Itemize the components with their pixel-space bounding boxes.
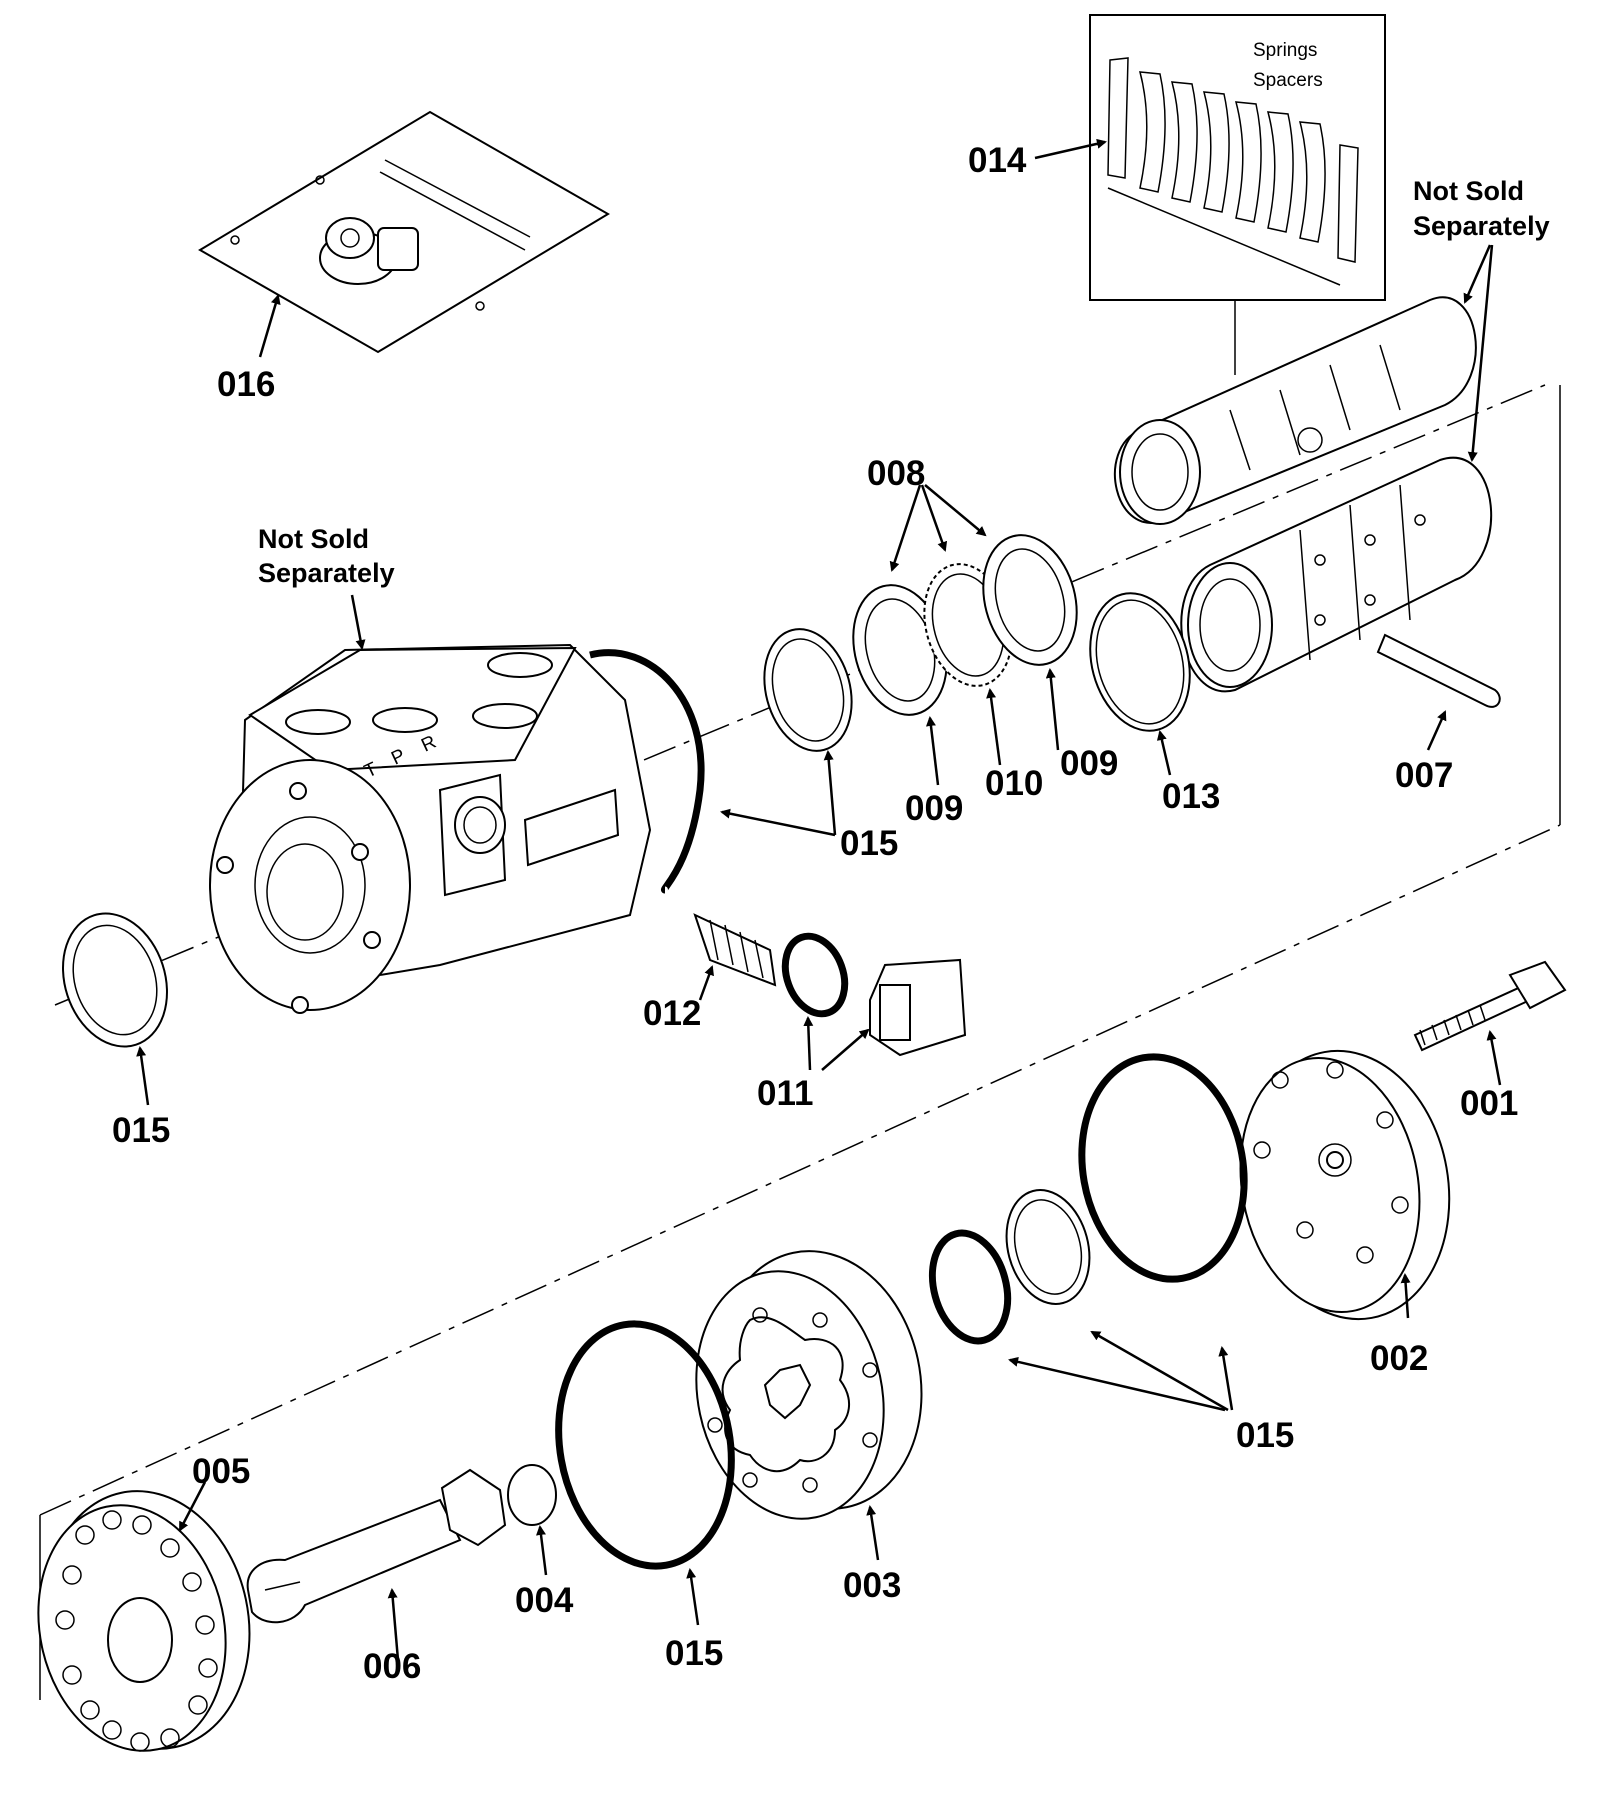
- bolt-001: [1413, 960, 1567, 1086]
- gerotor-003: [695, 1250, 923, 1561]
- callout-015-a: 015: [840, 824, 898, 863]
- callout-004: 004: [515, 1581, 574, 1620]
- callout-008: 008: [867, 454, 925, 493]
- seals-015-lower: [928, 1053, 1248, 1412]
- note-not-sold-spool-1: Not Sold: [1413, 176, 1524, 206]
- note-not-sold-housing-2: Separately: [258, 558, 395, 588]
- note-not-sold-housing-1: Not Sold: [258, 524, 369, 554]
- wear-plate-005: [37, 1481, 251, 1752]
- callout-001: 001: [1460, 1084, 1518, 1123]
- inset-label-spacers: Spacers: [1253, 70, 1323, 91]
- service-manual-part-016: [198, 110, 610, 358]
- callout-005: 005: [192, 1452, 250, 1491]
- seal-015-gerotor: [555, 1320, 735, 1626]
- callout-009-a: 009: [905, 789, 963, 828]
- callout-007: 007: [1395, 756, 1453, 795]
- callout-015-d: 015: [665, 1634, 723, 1673]
- callout-006: 006: [363, 1647, 421, 1686]
- callout-003: 003: [843, 1566, 901, 1605]
- springs-inset-014: [1034, 14, 1386, 375]
- inset-label-springs: Springs: [1253, 40, 1317, 61]
- end-cap-002: [1239, 1049, 1451, 1321]
- drive-006: [246, 1468, 507, 1661]
- callout-016: 016: [217, 365, 275, 404]
- spool-and-sleeve: [1114, 296, 1501, 751]
- callout-013: 013: [1162, 777, 1220, 816]
- callout-011: 011: [757, 1074, 813, 1113]
- callout-015-c: 015: [1236, 1416, 1294, 1455]
- plug-and-oring-011: [781, 932, 967, 1071]
- motor-picture-icon: [319, 217, 419, 285]
- relief-valve-012: [693, 913, 777, 1001]
- labels: Not Sold Separately Not Sold Separately …: [112, 40, 1550, 1686]
- thrust-bearing-parts: [350, 244, 1494, 837]
- valve-housing: T P R: [209, 643, 705, 1014]
- callout-012: 012: [643, 994, 701, 1033]
- spacer-004: [507, 1464, 557, 1576]
- callout-010: 010: [985, 764, 1043, 803]
- callout-002: 002: [1370, 1339, 1428, 1378]
- callout-009-b: 009: [1060, 744, 1118, 783]
- callout-015-b: 015: [112, 1111, 170, 1150]
- note-not-sold-spool-2: Separately: [1413, 211, 1550, 241]
- seal-015-front: [62, 912, 168, 1106]
- callout-014: 014: [968, 141, 1027, 180]
